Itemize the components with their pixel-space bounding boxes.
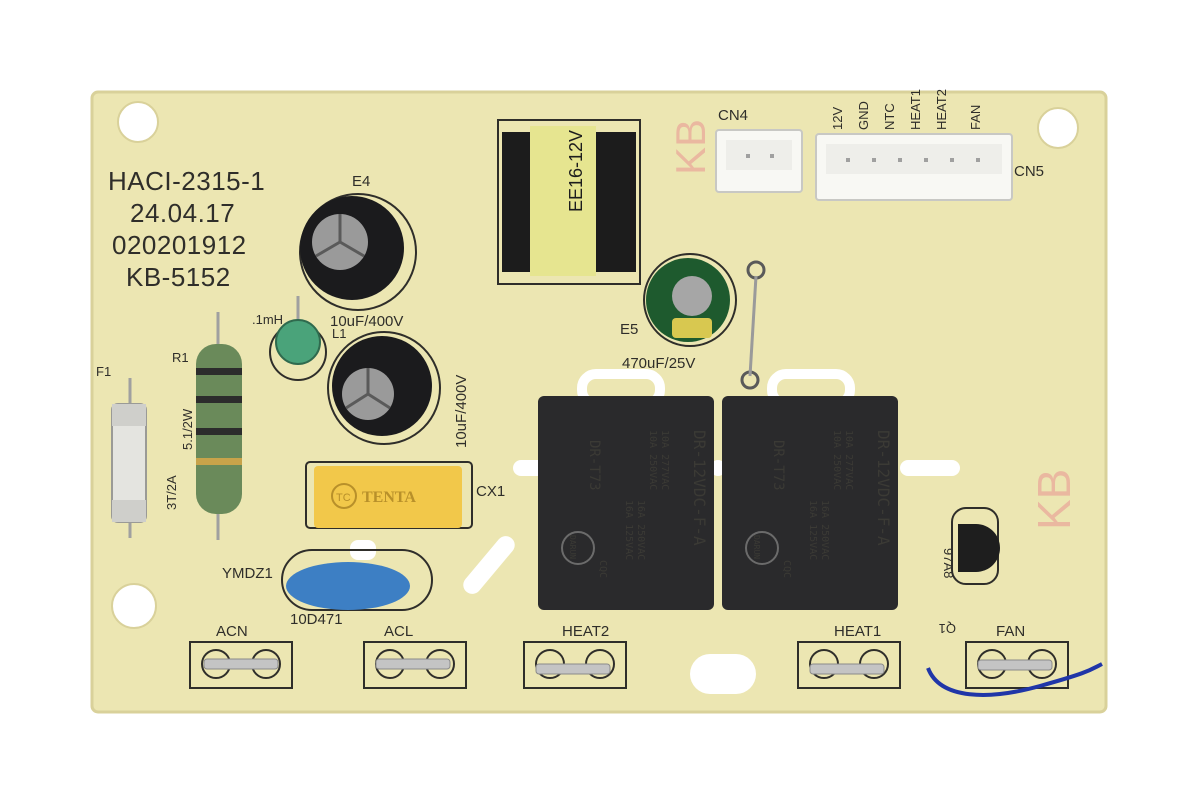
- terminal-label: ACN: [216, 623, 248, 640]
- varistor-body: [286, 562, 410, 610]
- capacitor-value: 10uF/400V: [330, 313, 403, 330]
- relay-cert: CQC: [781, 560, 792, 578]
- connector-ref: CN4: [718, 107, 748, 124]
- board-id-line: KB-5152: [126, 262, 231, 292]
- capacitor-ref: E5: [620, 321, 638, 338]
- resistor-value: 5.1/2W: [180, 408, 195, 450]
- inductor-l1: .1mH L1: [252, 296, 346, 381]
- capacitor-e4: E4 10uF/400V: [299, 173, 417, 330]
- spade-terminal: [363, 641, 467, 689]
- isolation-slot: [690, 654, 756, 694]
- transformer-marking: EE16-12V: [566, 130, 586, 212]
- spade-terminal: [797, 641, 901, 689]
- varistor-ref: YMDZ1: [222, 565, 273, 582]
- relay-body: [722, 396, 898, 610]
- transistor-q1: 97A8 Q1: [939, 507, 1000, 636]
- varistor-value: 10D471: [290, 611, 343, 628]
- cn5-pin-label: HEAT1: [908, 89, 923, 130]
- fuse-f1: F1 3T/2A: [96, 364, 179, 538]
- mounting-hole: [1037, 107, 1079, 149]
- connector-cn5: CN5 12V GND NTC HEAT1 HEAT2 FAN: [815, 89, 1044, 201]
- spade-terminal: [189, 641, 293, 689]
- spade-terminal: [523, 641, 627, 689]
- board-id-line: 020201912: [112, 230, 247, 260]
- transistor-code: 97A8: [941, 548, 956, 578]
- board-id-line: 24.04.17: [130, 198, 235, 228]
- capacitor-ref: CX1: [476, 483, 505, 500]
- terminal-label: FAN: [996, 623, 1025, 640]
- relay-coil: DR-12VDC-F-A: [874, 430, 893, 546]
- relay-rating: 10A 277VAC: [659, 430, 670, 490]
- film-capacitor-cx1: TC TENTA CX1: [305, 461, 505, 529]
- spade-terminal: [965, 641, 1069, 689]
- mounting-hole: [117, 101, 159, 143]
- board-id-block: HACI-2315-1 24.04.17 020201912 KB-5152: [108, 166, 265, 292]
- fuse-value: 3T/2A: [164, 475, 179, 510]
- kb-watermark: KB: [1028, 469, 1080, 530]
- relay-body: [538, 396, 714, 610]
- relay-coil: DR-12VDC-F-A: [690, 430, 709, 546]
- cn5-pin-label: GND: [856, 101, 871, 130]
- relay-rating: 16A 125VAC: [807, 500, 818, 560]
- isolation-slot: [463, 536, 515, 594]
- relay-rating: 10A 250VAC: [647, 430, 658, 490]
- cn5-pin-label: 12V: [830, 107, 845, 130]
- resistor-r1: R1 5.1/2W: [172, 312, 242, 540]
- connector-cn4: CN4: [715, 107, 803, 193]
- capacitor-brand-logo: [331, 483, 357, 509]
- kb-watermark: KB: [667, 119, 714, 175]
- capacitor-brand: TENTA: [362, 489, 416, 506]
- relay-heat1: DR-T73 DR-12VDC-F-A 10A 250VAC 10A 277VA…: [722, 369, 898, 610]
- inductor-body: [275, 319, 321, 365]
- relay-rating: 16A 250VAC: [635, 500, 646, 560]
- terminal-label: HEAT1: [834, 623, 881, 640]
- mounting-hole: [111, 583, 157, 629]
- relay-brand-logo: [561, 531, 595, 565]
- isolation-slot: [900, 460, 960, 476]
- capacitor-e4b: 10uF/400V: [327, 331, 470, 448]
- transistor-body: [958, 524, 1000, 572]
- relay-brand: DARUN: [752, 535, 761, 559]
- terminal-labels: ACN ACL HEAT2 HEAT1 FAN: [216, 623, 1025, 640]
- transistor-ref: Q1: [939, 621, 956, 636]
- terminal-label: HEAT2: [562, 623, 609, 640]
- cn5-pin-label: HEAT2: [934, 89, 949, 130]
- capacitor-ref: E4: [352, 173, 370, 190]
- transformer: EE16-12V: [497, 119, 641, 285]
- film-capacitor-body: [314, 466, 462, 528]
- relay-model: DR-T73: [770, 440, 786, 491]
- cn5-pin-label: FAN: [968, 105, 983, 130]
- board-id-line: HACI-2315-1: [108, 166, 265, 196]
- relay-cert: CQC: [597, 560, 608, 578]
- transformer-winding: [530, 126, 596, 276]
- varistor-ymdz1: YMDZ1 10D471: [222, 549, 433, 628]
- connector-ref: CN5: [1014, 163, 1044, 180]
- capacitor-value: 470uF/25V: [622, 355, 695, 372]
- marker-pen-line: [926, 662, 1103, 697]
- cn5-pin-label: NTC: [882, 103, 897, 130]
- terminal-label: ACL: [384, 623, 413, 640]
- relay-rating: 10A 277VAC: [843, 430, 854, 490]
- inductor-ref: L1: [332, 326, 346, 341]
- relay-rating: 10A 250VAC: [831, 430, 842, 490]
- inductor-value: .1mH: [252, 312, 283, 327]
- relay-brand: DARUN: [568, 535, 577, 559]
- resistor-ref: R1: [172, 350, 189, 365]
- relay-rating: 16A 250VAC: [819, 500, 830, 560]
- relay-brand-logo: [745, 531, 779, 565]
- capacitor-value: 10uF/400V: [453, 375, 470, 448]
- relay-heat2: DR-T73 DR-12VDC-F-A 10A 250VAC 10A 277VA…: [538, 369, 714, 610]
- relay-model: DR-T73: [586, 440, 602, 491]
- relay-rating: 16A 125VAC: [623, 500, 634, 560]
- capacitor-e5: E5 470uF/25V: [620, 253, 766, 390]
- fuse-ref: F1: [96, 364, 111, 379]
- capacitor-brand-logo-text: TC: [336, 492, 351, 504]
